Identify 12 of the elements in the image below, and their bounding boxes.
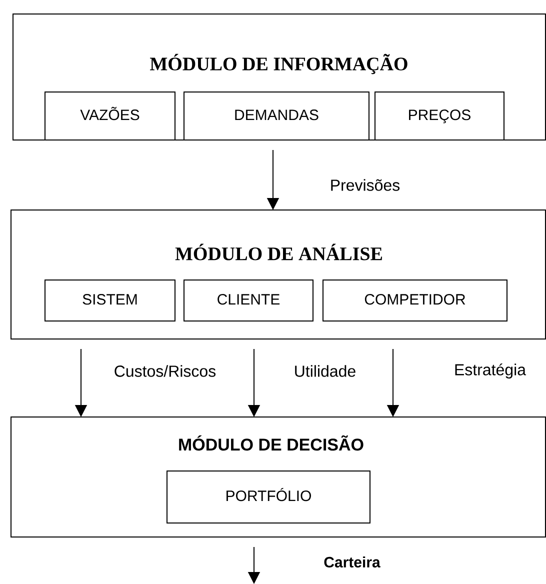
component-box: PORTFÓLIO	[166, 470, 370, 524]
component-box: DEMANDAS	[184, 92, 370, 140]
component-box: COMPETIDOR	[322, 280, 508, 322]
component-box: PREÇOS	[374, 92, 504, 140]
edge-label: Estratégia	[452, 362, 528, 380]
edge-label: Utilidade	[292, 364, 358, 378]
component-box: SISTEM	[44, 280, 176, 322]
edge-label: Custos/Riscos	[112, 364, 218, 378]
component-box: CLIENTE	[184, 280, 314, 322]
edge-label: Carteira	[322, 556, 382, 568]
edge-label: Previsões	[328, 178, 402, 192]
component-box: VAZÕES	[44, 92, 176, 140]
